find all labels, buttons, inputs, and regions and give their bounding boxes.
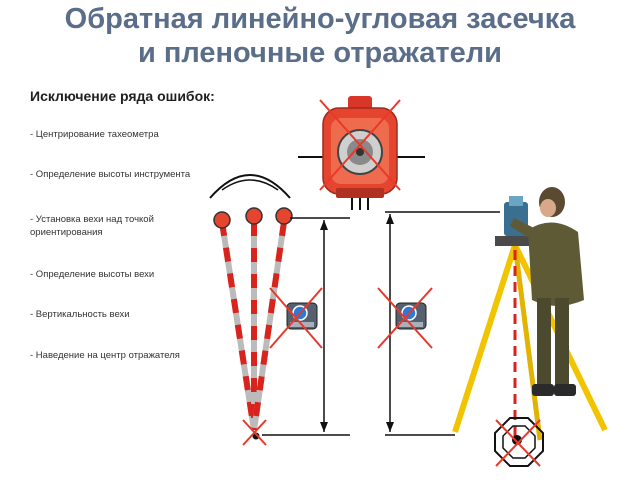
subtitle: Исключение ряда ошибок: [30,88,215,104]
surveyor-with-total-station-icon [510,187,584,396]
height-dimension-right [385,211,500,436]
list-item-instrument-height: - Определение высоты инструмента [30,169,191,180]
list-item-pole-setup: - Установка вехи над точкой [30,214,154,225]
prism-reflector-icon [298,96,425,210]
tilted-poles-icon [209,174,293,440]
list-item-pole-height: - Определение высоты вехи [30,269,155,280]
height-dimension-left [262,217,350,436]
title-line-1: Обратная линейно-угловая засечка [64,3,576,35]
title-line-2: и пленочные отражатели [137,37,503,69]
list-item-centering: - Центрирование тахеометра [30,129,159,140]
cross-mark-tape-right [377,287,433,349]
slide-title: Обратная линейно-угловая засечка и плено… [0,2,640,70]
list-item-reflector-pointing: - Наведение на центр отражателя [30,350,180,361]
list-item-pole-verticality: - Вертикальность вехи [30,309,130,320]
cross-mark-station-point [495,419,541,467]
cross-mark-prism [319,99,401,191]
cross-mark-ground-point [242,419,267,446]
octagon-target-icon [494,417,544,467]
cross-mark-tape-left [269,287,323,349]
list-item-pole-setup-cont: ориентирования [30,227,103,238]
